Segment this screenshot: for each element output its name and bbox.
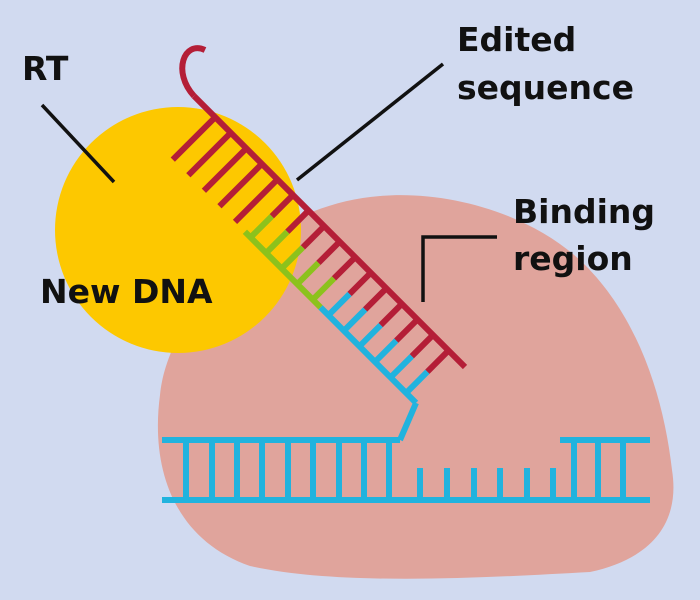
rna-base <box>186 130 233 178</box>
target-dna-base <box>357 322 383 349</box>
rt-pointer-line <box>40 103 116 184</box>
rna-base <box>394 317 420 343</box>
rna-base <box>347 270 373 297</box>
rna-base <box>331 255 358 281</box>
pointer-lines <box>40 62 497 302</box>
rna-base <box>269 192 296 219</box>
new-dna-label: New DNA <box>40 272 213 311</box>
rt-enzyme-circle <box>55 107 301 353</box>
rna-base <box>300 223 327 250</box>
new-dna-base <box>279 245 306 271</box>
rna-dna-rungs <box>170 115 451 442</box>
target-dna-base <box>404 369 430 396</box>
rna-base <box>285 208 311 234</box>
target-dna-strand-diagonal <box>318 305 419 406</box>
rna-hook <box>179 45 207 99</box>
rna-base <box>425 348 451 374</box>
target-dna-base <box>326 291 352 318</box>
rna-base <box>378 301 405 328</box>
new-dna-backbone <box>242 229 323 310</box>
target-dna-base <box>372 338 399 364</box>
new-dna-base <box>248 214 274 240</box>
target-dna-ladder <box>162 437 650 503</box>
binding-region-pointer-line <box>421 235 497 302</box>
binding-region-label-line1: Binding <box>513 192 655 231</box>
new-dna-base <box>264 229 290 256</box>
target-dna-junction <box>397 401 419 442</box>
rna-base <box>170 115 218 162</box>
rna-base <box>217 161 265 209</box>
rt-label: RT <box>22 49 69 88</box>
new-dna-base <box>310 276 337 302</box>
rna-base <box>232 177 280 224</box>
rna-base <box>409 332 436 359</box>
edited-sequence-label-line2: sequence <box>457 68 634 107</box>
edited-sequence-pointer-line <box>295 62 445 182</box>
rna-base <box>316 239 342 265</box>
new-dna-base <box>295 260 321 287</box>
binding-region-label-line2: region <box>513 239 633 278</box>
target-dna-base <box>388 354 414 380</box>
rna-base <box>362 286 389 312</box>
pegrna-backbone <box>179 45 468 370</box>
rna-backbone <box>191 93 468 370</box>
edited-sequence-label-line1: Edited <box>457 20 576 59</box>
rna-base <box>201 146 249 193</box>
target-dna-base <box>341 307 368 333</box>
